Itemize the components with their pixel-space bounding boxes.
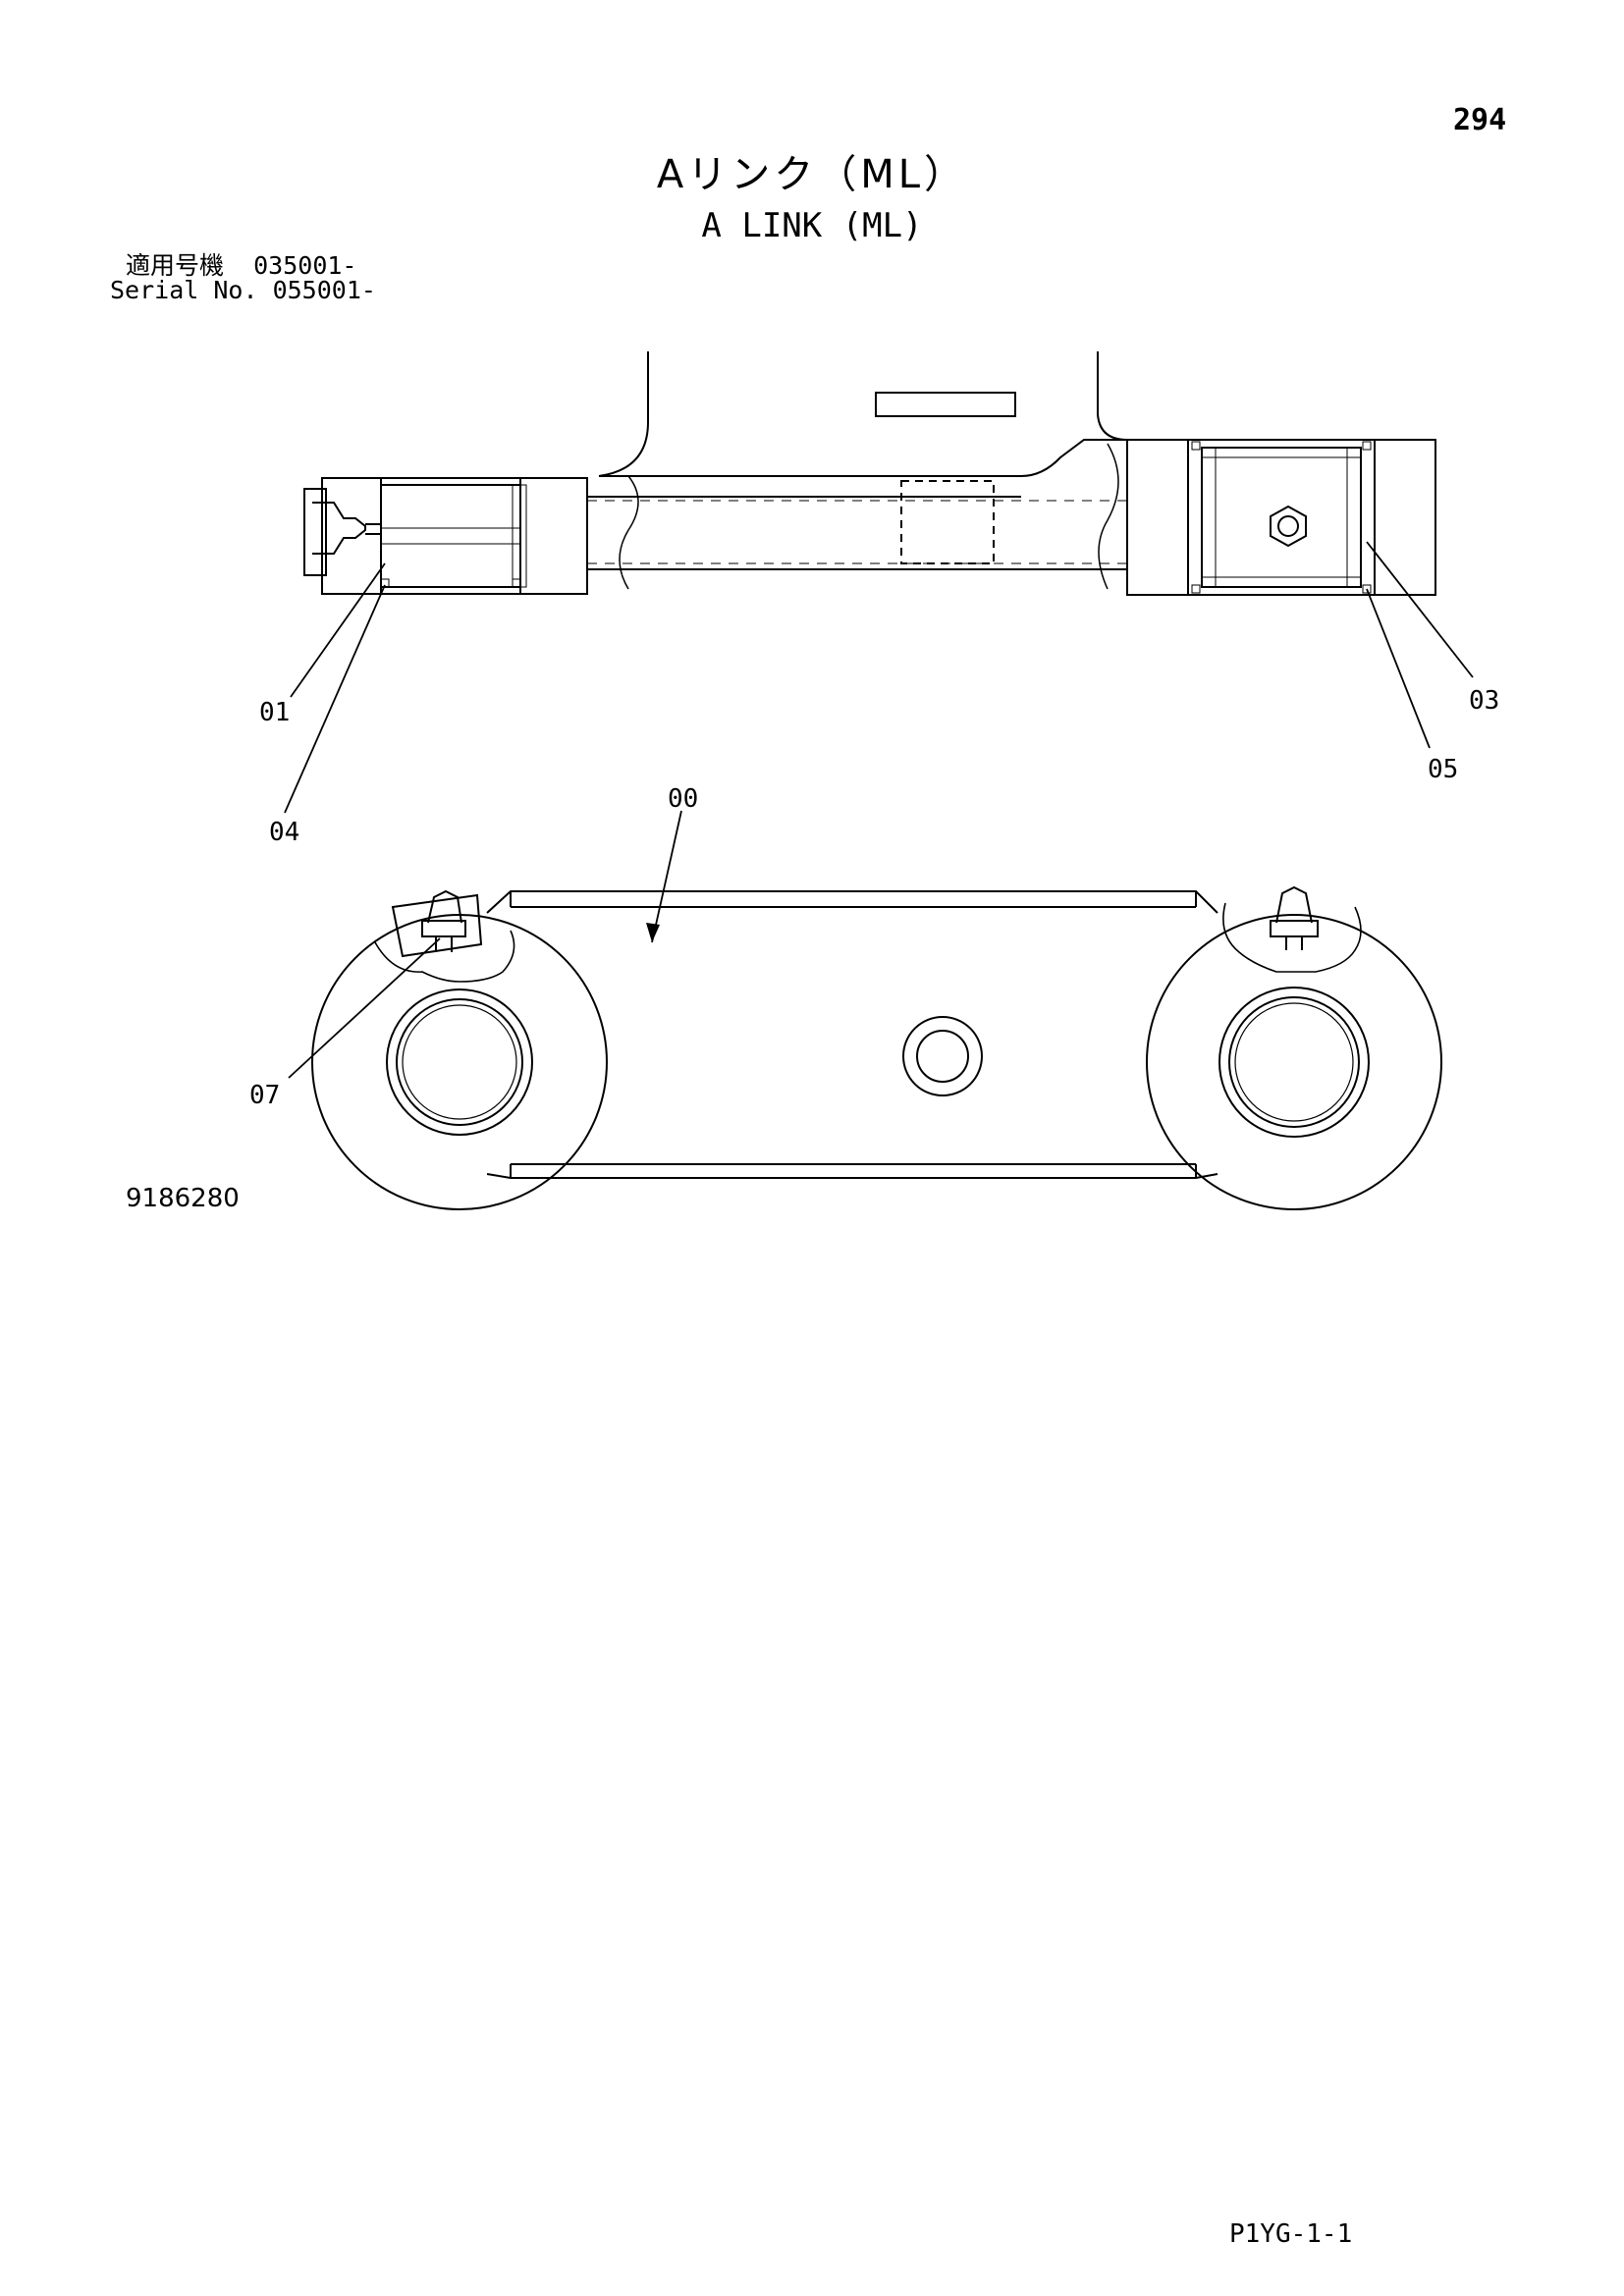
drawing-number: 9186280 [126,1184,240,1213]
leader-05 [1366,588,1431,749]
serial-label-en: Serial No. [110,276,258,304]
serial-value-jp: 035001- [253,251,357,280]
page-number: 294 [1453,103,1507,137]
callout-05: 05 [1428,755,1458,784]
leader-01 [290,562,386,698]
body-bottom-chamfer [486,1173,1218,1179]
callout-04: 04 [269,818,299,847]
right-boss-block [1126,439,1436,596]
left-eye-bushing-inner [396,998,523,1126]
right-eye-outer [1146,914,1442,1210]
right-grease-nipple [1277,515,1299,537]
top-right-outline [1097,351,1128,441]
center-hole-inner [916,1030,969,1083]
top-slot-rect [875,392,1016,417]
leader-00 [651,810,682,943]
title-japanese: Aリンク（ML） [656,152,968,197]
right-nipple-head [1275,885,1313,924]
left-eye-cut-outline [374,930,515,983]
serial-value-en: 055001- [272,276,376,304]
callout-00: 00 [668,784,698,814]
callout-07: 07 [249,1081,280,1110]
right-eye-bushing-inner [1228,996,1360,1128]
left-boss-block [321,477,588,595]
center-hole-outer [902,1016,983,1096]
left-nipple-seat [391,893,483,958]
serial-row-japanese: 適用号機 035001- [126,253,356,278]
leader-04 [284,584,386,814]
left-nipple-housing [303,488,327,576]
left-eye-bushing-outer [386,988,533,1136]
leader-03 [1366,541,1474,678]
serial-label-jp: 適用号機 [126,251,225,280]
left-grease-nipple [312,502,366,555]
body-top-chamfer [486,890,1218,914]
title-english: A LINK (ML) [701,206,923,245]
top-view [284,351,1474,814]
tube-upper-outline [599,439,1127,477]
callout-01: 01 [259,698,290,727]
side-view [288,810,1442,1210]
left-nipple-head [427,889,462,924]
pin-01-left [380,484,521,588]
callout-03: 03 [1469,686,1499,716]
tube-break-left [619,475,639,590]
right-grease-nipple-hex [1270,505,1307,548]
sheet-code: P1YG-1-1 [1229,2219,1353,2249]
right-eye-bushing-outer [1218,987,1370,1138]
pin-03-right [1201,447,1362,588]
hidden-boss-dashed [900,480,995,564]
tube-break-right [1098,443,1119,590]
right-eye-cut-outline [1222,902,1362,973]
leader-07 [288,937,441,1079]
top-left-outline [598,351,649,477]
serial-row-english: Serial No. 055001- [110,278,376,302]
